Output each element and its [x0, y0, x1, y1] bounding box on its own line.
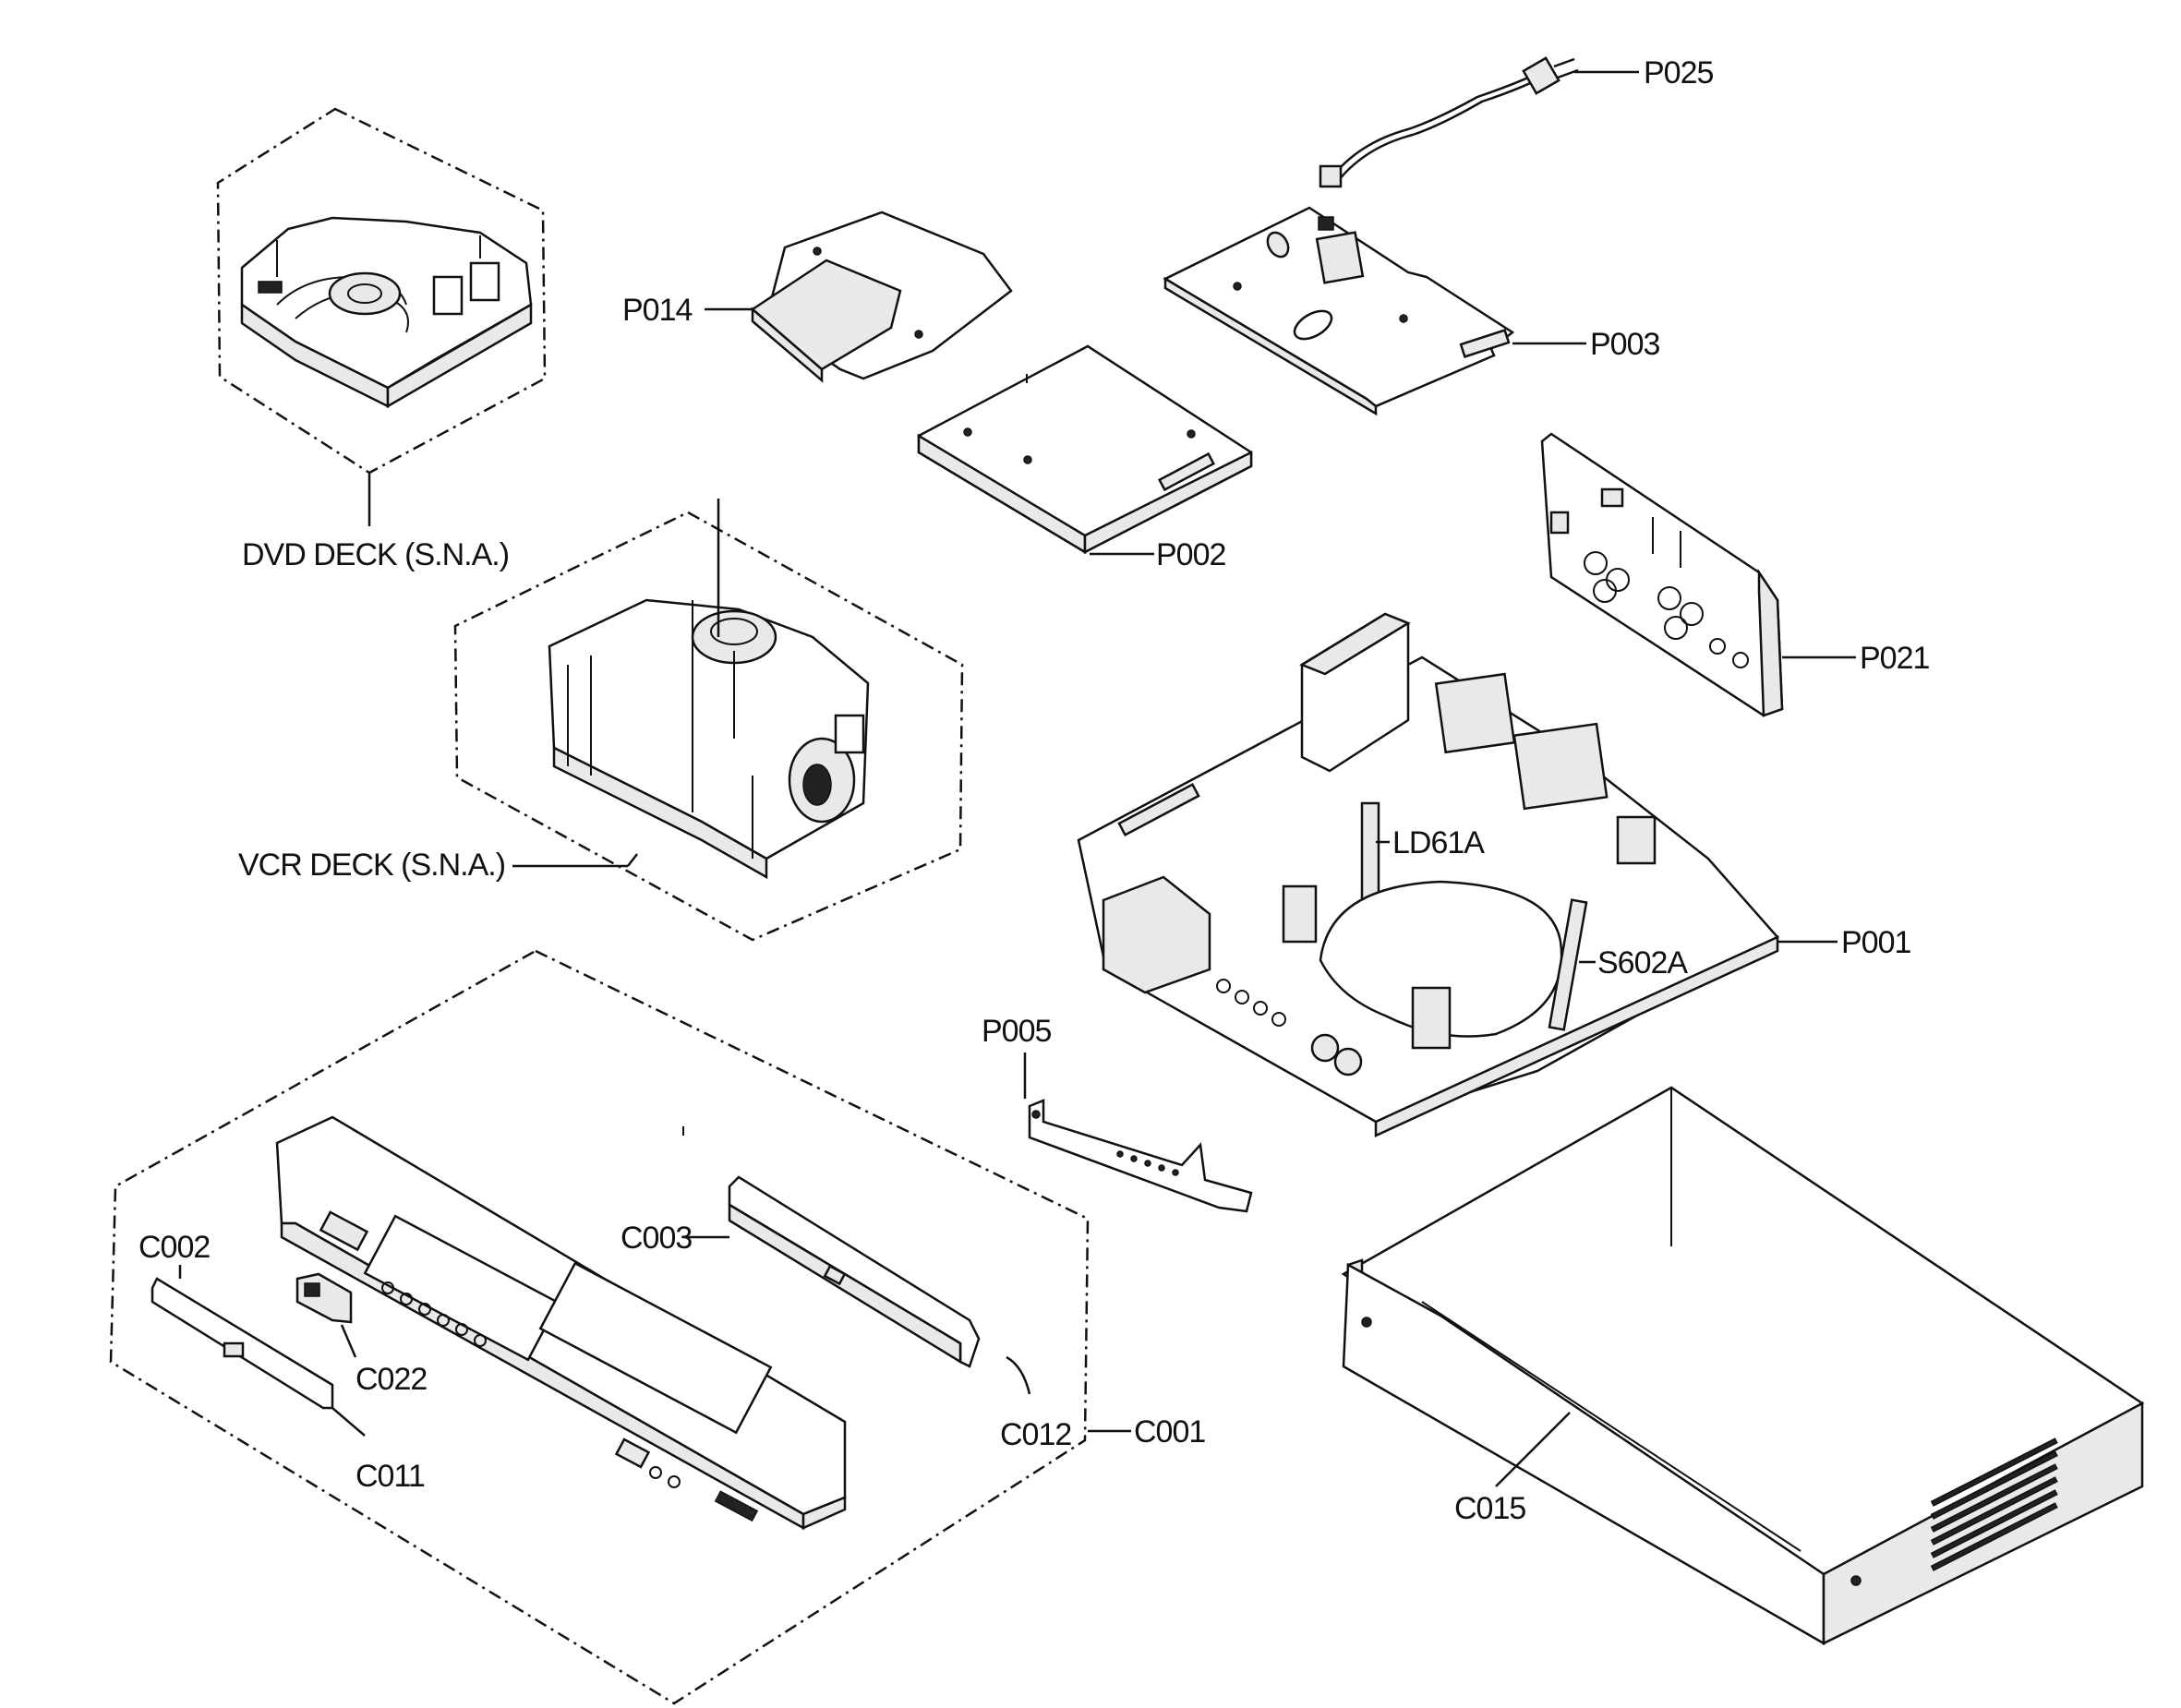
- s602a-label: S602A: [1597, 945, 1688, 980]
- c022-label: C022: [355, 1362, 427, 1397]
- c001-outline: [109, 949, 1090, 1705]
- p025-label: P025: [1644, 55, 1713, 90]
- p003-label: P003: [1590, 327, 1659, 362]
- p002-label: P002: [1156, 537, 1225, 572]
- part-p002: P002: [917, 344, 1253, 572]
- part-p001: LD61A S602A P001: [1077, 612, 1911, 1137]
- c001-label: C001: [1134, 1414, 1205, 1449]
- part-p021: P021: [1540, 432, 1930, 717]
- vcr-deck-drawing: [548, 499, 870, 880]
- dvd-deck-label: DVD DECK (S.N.A.): [242, 537, 509, 572]
- part-p005: P005: [982, 1014, 1253, 1213]
- p021-label: P021: [1860, 641, 1929, 676]
- dvd-deck-group: DVD DECK (S.N.A.): [216, 107, 547, 572]
- part-p003: P003: [1163, 206, 1660, 416]
- vcr-deck-outline: [453, 511, 964, 942]
- vcr-deck-group: VCR DECK (S.N.A.): [238, 499, 964, 942]
- c015-label: C015: [1454, 1491, 1525, 1526]
- p014-label: P014: [622, 293, 692, 328]
- vcr-deck-label: VCR DECK (S.N.A.): [238, 848, 505, 883]
- c002-label: C002: [139, 1230, 210, 1265]
- part-c001: C003 C002 C022 C011 C012 C001: [109, 949, 1206, 1705]
- p005-label: P005: [982, 1014, 1051, 1049]
- part-c015: C015: [1341, 1086, 2145, 1646]
- ld61a-label: LD61A: [1392, 825, 1485, 860]
- p001-label: P001: [1841, 925, 1910, 960]
- c012-label: C012: [1000, 1417, 1071, 1452]
- c003-label: C003: [621, 1221, 692, 1256]
- dvd-deck-drawing: [240, 216, 533, 409]
- part-p025: P025: [1319, 55, 1714, 188]
- part-p014: P014: [622, 210, 1013, 383]
- c011-label: C011: [355, 1459, 425, 1494]
